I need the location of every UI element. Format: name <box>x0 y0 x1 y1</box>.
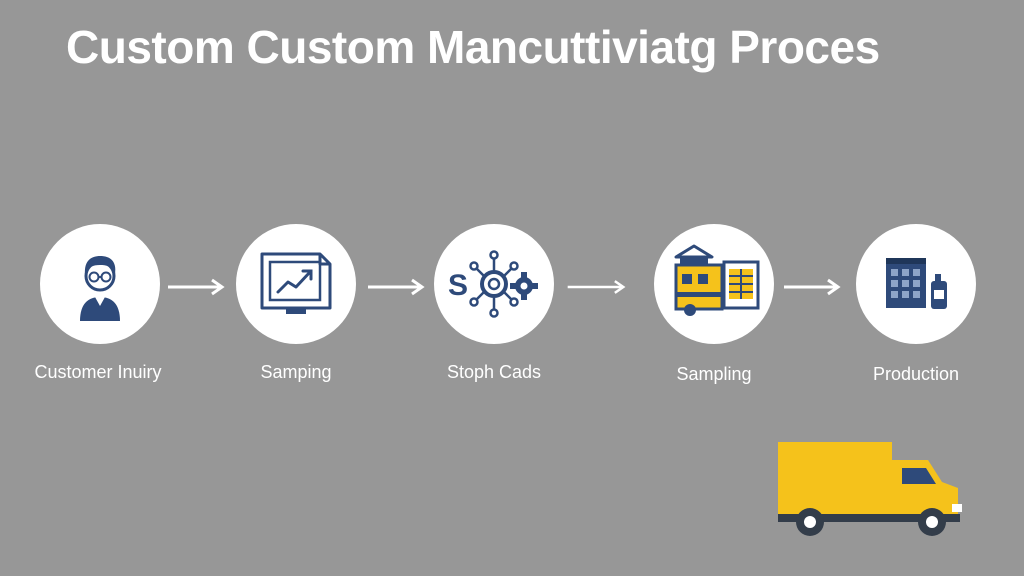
step-circle-2 <box>236 224 356 344</box>
customer-icon <box>80 256 120 321</box>
step-label-5: Production <box>872 364 960 384</box>
step-circle-3: S <box>434 224 554 344</box>
building-bottle-icon <box>886 258 947 309</box>
arrow-right-icon <box>368 278 425 296</box>
step-circle-5 <box>856 224 976 344</box>
arrow-right-icon <box>784 278 841 296</box>
step-label-3: Stoph Cads <box>446 362 542 382</box>
step-label-1: Customer Inuiry <box>34 362 162 382</box>
arrow-right-icon <box>567 280 626 294</box>
step-label-2: Samping <box>260 362 332 382</box>
step-label-4: Sampling <box>676 364 752 384</box>
diagram-title: Custom Custom Mancuttiviatg Proces <box>66 21 880 73</box>
arrow-right-icon <box>168 278 225 296</box>
monitor-chart-icon <box>260 252 332 314</box>
step-circle-4 <box>654 224 774 344</box>
svg-text:S: S <box>448 269 468 302</box>
delivery-truck-icon <box>778 442 962 536</box>
factory-icon <box>674 244 760 316</box>
step-circle-1 <box>40 224 160 344</box>
gears-network-icon: S <box>448 250 538 318</box>
